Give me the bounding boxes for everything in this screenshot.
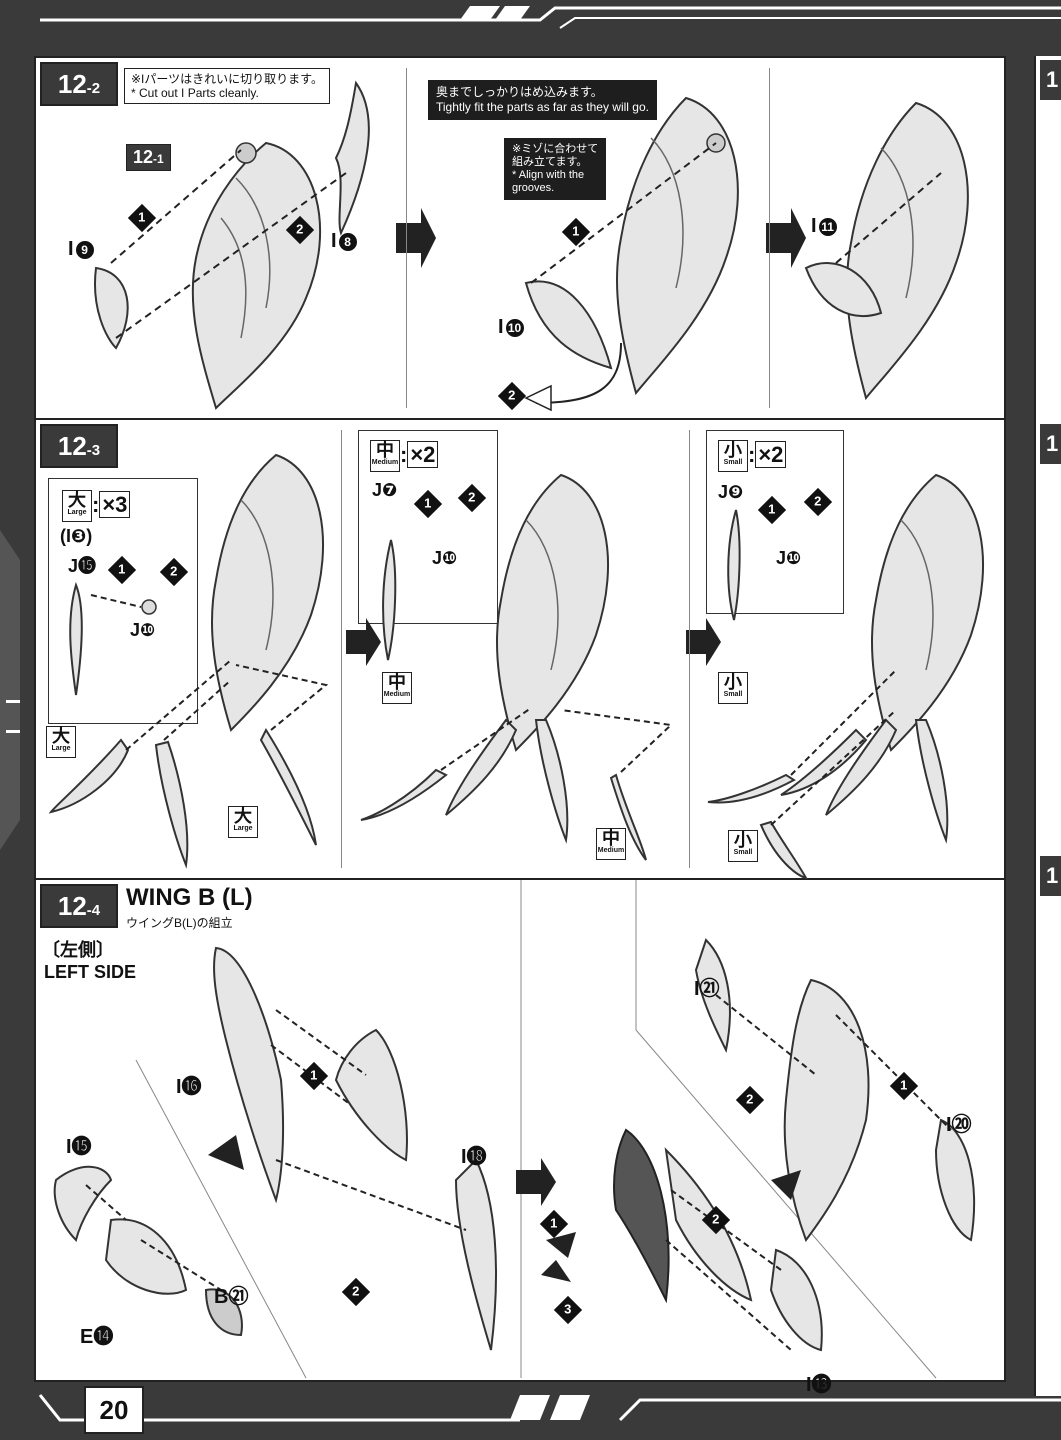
part-label-i20: I⑳ xyxy=(946,1114,972,1136)
step-12-2-section: 12-2 ※Iパーツはきれいに切り取ります。 * Cut out I Parts… xyxy=(36,58,1004,420)
step-tag: 12-2 xyxy=(40,62,118,106)
side-tab-2: 1 xyxy=(1040,424,1061,464)
alt-part-label: (I❸) xyxy=(60,526,93,546)
panel-divider xyxy=(406,68,407,408)
part-label-j9: J❾ xyxy=(718,482,744,502)
section-subtitle: ウイングB(L)の組立 xyxy=(126,916,233,930)
part-label-j15: J⓯ xyxy=(68,556,97,576)
side-tab-1: 1 xyxy=(1040,60,1061,100)
part-label-i21: I㉑ xyxy=(694,978,720,1000)
qty-medium: :×2 xyxy=(400,441,439,468)
panel-divider xyxy=(341,430,342,868)
step-12-3-artwork xyxy=(48,453,985,880)
part-label-i16: I⓰ xyxy=(176,1076,202,1098)
part-label-j10: J❿ xyxy=(130,620,156,640)
side-label-en: LEFT SIDE xyxy=(44,962,137,982)
panel-divider xyxy=(689,430,690,868)
panel-divider xyxy=(769,68,770,408)
part-label-i18: I⓲ xyxy=(461,1146,487,1168)
tight-fit-note: 奥までしっかりはめ込みます。 Tightly fit the parts as … xyxy=(428,80,657,120)
step-12-3-section: 12-3 xyxy=(36,420,1004,880)
side-tab-3: 1 xyxy=(1040,856,1061,896)
section-title: WING B (L) xyxy=(126,884,253,911)
qty-large: :×3 xyxy=(92,491,131,518)
part-label-e14: E⓮ xyxy=(80,1326,114,1348)
groove-note: ※ミゾに合わせて 組み立てます。 * Align with the groove… xyxy=(504,138,607,200)
step-tag: 12-3 xyxy=(40,424,118,468)
step-12-4-artwork xyxy=(53,880,976,1379)
part-label-i15: I⓯ xyxy=(66,1136,92,1158)
part-label-b21: B㉑ xyxy=(214,1286,249,1308)
part-label-j10: J❿ xyxy=(776,548,802,568)
next-page-strip xyxy=(1034,56,1061,1396)
qty-small: :×2 xyxy=(748,441,787,468)
part-label-j10: J❿ xyxy=(432,548,458,568)
part-label-j7: J❼ xyxy=(372,480,398,500)
instruction-sheet: 12-2 ※Iパーツはきれいに切り取ります。 * Cut out I Parts… xyxy=(34,56,1006,1396)
cut-note: ※Iパーツはきれいに切り取ります。 * Cut out I Parts clea… xyxy=(124,68,330,104)
side-label-jp: 〔左側〕 xyxy=(42,940,114,960)
page-number: 20 xyxy=(84,1386,144,1434)
ref-tag: 12-1 xyxy=(126,144,171,171)
step-12-4-section: 12-4 WING B (L) ウイングB(L)の組立 〔左側〕 LEFT SI… xyxy=(36,880,1004,1396)
part-label-i13: I⓭ xyxy=(806,1374,832,1396)
step-tag: 12-4 xyxy=(40,884,118,928)
